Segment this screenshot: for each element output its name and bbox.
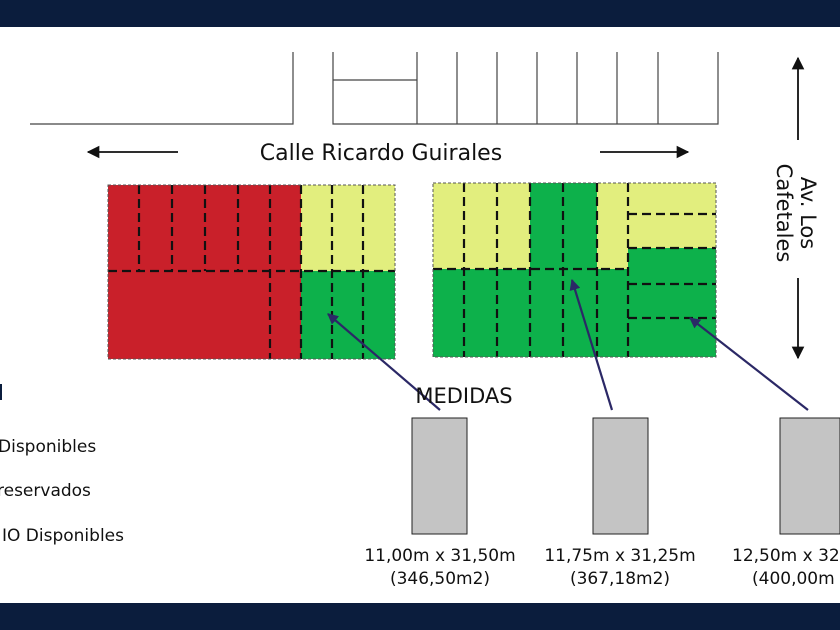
lot-zone-available <box>301 271 395 359</box>
pointer-arrow-3 <box>689 317 809 411</box>
pointer-arrow-1 <box>327 313 441 411</box>
left-block-outline <box>107 184 396 360</box>
lot-divisions <box>433 183 716 357</box>
lot-size-area-1: (346,50m2) <box>390 569 490 589</box>
lot-size-box-2 <box>592 417 649 535</box>
left-block <box>107 184 396 360</box>
lot-divisions <box>108 185 395 359</box>
lot-zone-available <box>628 248 716 357</box>
legend-label-unavailable: IO Disponibles <box>2 526 124 546</box>
avenue-label-line1: Av. Los <box>796 177 820 249</box>
lot-size-dims-1: 11,00m x 31,50m <box>364 546 515 566</box>
lot-zone-reserved <box>301 185 395 271</box>
avenue-label-line2: Cafetales <box>772 164 796 263</box>
legend-label-available: Disponibles <box>0 437 96 457</box>
pointer-arrow-2 <box>569 278 614 411</box>
avenue-label: Av. Los Cafetales <box>772 164 820 263</box>
right-block <box>432 182 717 358</box>
street-label: Calle Ricardo Guirales <box>260 141 502 166</box>
lot-size-box-1 <box>411 417 468 535</box>
lot-size-dims-3: 12,50m x 32 <box>732 546 840 566</box>
lot-size-box-3 <box>779 417 840 535</box>
legend-swatch-partial <box>0 384 2 400</box>
top-band <box>0 0 840 27</box>
measures-title: MEDIDAS <box>415 384 512 408</box>
legend-label-reserved: reservados <box>0 481 91 501</box>
lot-size-area-3: (400,00m <box>752 569 835 589</box>
context-lots <box>30 52 719 125</box>
right-block-outline <box>432 182 717 358</box>
lot-size-dims-2: 11,75m x 31,25m <box>544 546 695 566</box>
bottom-band <box>0 603 840 630</box>
lot-size-area-2: (367,18m2) <box>570 569 670 589</box>
